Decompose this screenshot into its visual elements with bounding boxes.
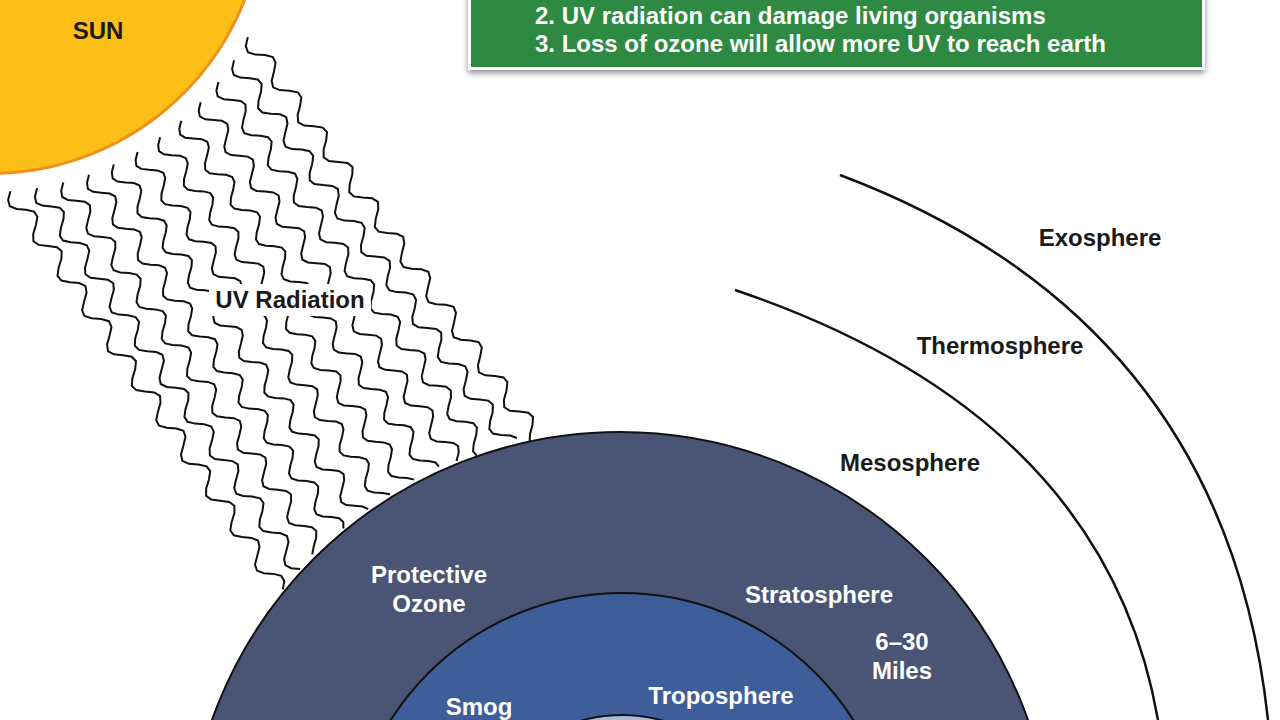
uv-wave <box>112 164 369 509</box>
layer-label: Mesosphere <box>840 449 980 478</box>
uv-wave <box>158 137 414 479</box>
note-text: 2. UV radiation can damage living organi… <box>535 2 1046 31</box>
sun-label: SUN <box>73 17 124 46</box>
note-text: 3. Loss of ozone will allow more UV to r… <box>535 30 1106 59</box>
thermosphere-arc <box>840 175 1268 720</box>
radiation-label: UV Radiation <box>209 284 370 317</box>
layer-label: 6–30 Miles <box>862 628 942 686</box>
uv-wave <box>8 191 284 589</box>
uv-wave <box>216 82 477 456</box>
uv-wave <box>199 102 459 461</box>
uv-wave <box>246 37 533 442</box>
layer-label: Protective Ozone <box>354 561 504 619</box>
layer-label: Smog <box>446 693 513 720</box>
note-box: 2. UV radiation can damage living organi… <box>468 0 1205 70</box>
layer-label: Thermosphere <box>917 332 1084 361</box>
earth-surface <box>469 714 775 720</box>
uv-wave <box>87 175 343 529</box>
layer-label: Stratosphere <box>745 581 893 610</box>
layer-label: Troposphere <box>648 682 793 711</box>
layer-label: Exosphere <box>1039 224 1162 253</box>
uv-wave <box>232 60 517 438</box>
uv-wave <box>136 152 390 494</box>
